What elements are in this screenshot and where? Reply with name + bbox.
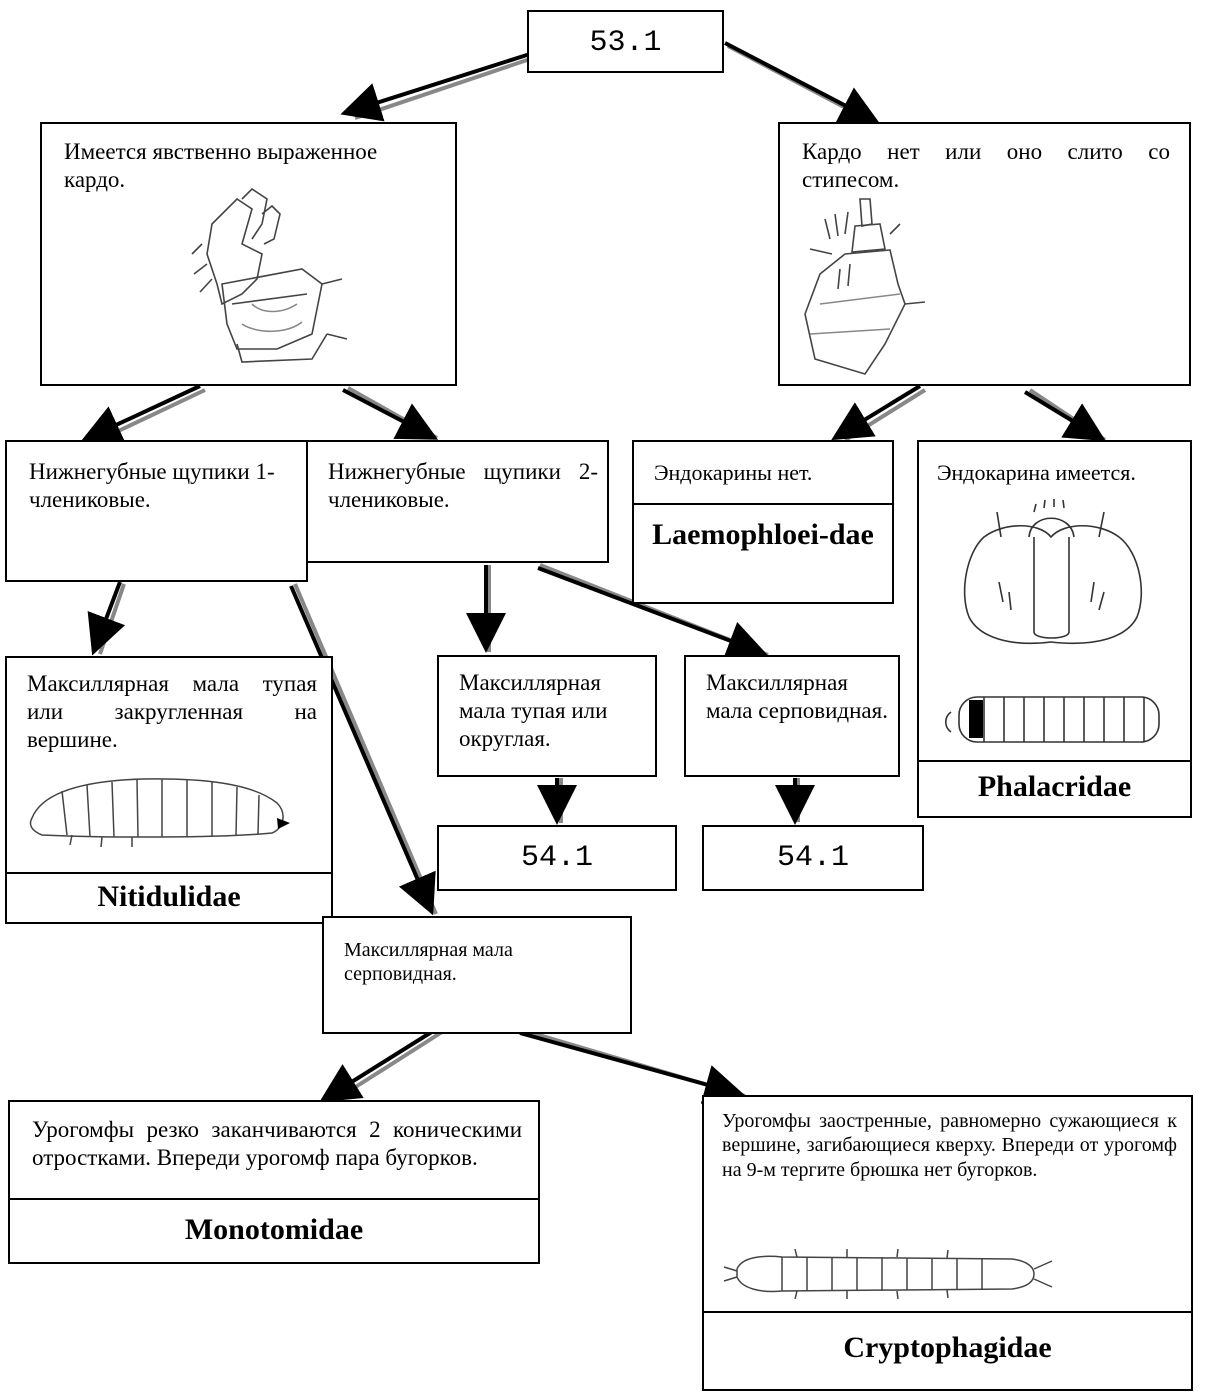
node-mala-sickle-a: Максиллярная мала серповидная.	[684, 655, 900, 777]
family-name-cryptophagidae: Cryptophagidae	[843, 1331, 1052, 1364]
node-mala-sickle-b-text: Максиллярная мала серповидная.	[344, 939, 513, 986]
node-mala-blunt-round-text: Максиллярная мала тупая или округлая.	[459, 670, 608, 752]
node-cardo-absent: Кардо нет или оно слито со стипесом.	[778, 122, 1191, 386]
node-mala-sickle-a-text: Максиллярная мала серповидная.	[706, 670, 888, 724]
node-palpi-two-segment: Нижнегубные щупики 2-члениковые.	[306, 440, 609, 563]
reference-node-b: 54.1	[702, 825, 924, 891]
reference-node-a: 54.1	[437, 825, 677, 891]
family-name-nitidulidae: Nitidulidae	[97, 880, 241, 913]
node-mala-blunt-rounded-tip: Максиллярная мала тупая или закругленная…	[5, 656, 333, 874]
node-endocarina-present: Эндокарина имеется.	[917, 440, 1192, 762]
root-label: 53.1	[589, 26, 662, 60]
node-palpi-one-segment-text: Нижнегубные щупики 1-члениковые.	[29, 459, 275, 513]
family-box-phalacridae: Phalacridae	[917, 760, 1192, 818]
node-cardo-present: Имеется явственно выраженное кардо.	[40, 122, 457, 386]
maxilla-with-cardo-illustration	[191, 187, 348, 363]
family-box-laemophloeidae: Laemophloei-dae	[632, 503, 894, 604]
root-node: 53.1	[527, 10, 724, 73]
family-name-phalacridae: Phalacridae	[977, 770, 1132, 803]
reference-label-a: 54.1	[520, 841, 593, 875]
head-and-larva-illustration	[944, 499, 1160, 743]
node-palpi-one-segment: Нижнегубные щупики 1-члениковые.	[5, 440, 308, 582]
family-name-monotomidae: Monotomidae	[184, 1213, 364, 1246]
node-palpi-two-segment-text: Нижнегубные щупики 2-члениковые.	[328, 459, 598, 513]
family-box-nitidulidae: Nitidulidae	[5, 872, 333, 924]
node-urogomphi-conical: Урогомфы резко заканчиваются 2 конически…	[8, 1100, 540, 1200]
node-urogomphi-pointed: Урогомфы заостренные, равномерно сужающи…	[702, 1095, 1193, 1313]
family-name-laemophloeidae: Laemophloei-dae	[652, 518, 874, 551]
node-mala-blunt-round: Максиллярная мала тупая или округлая.	[437, 655, 657, 777]
reference-label-b: 54.1	[776, 841, 849, 875]
family-box-cryptophagidae: Cryptophagidae	[702, 1311, 1193, 1391]
node-cardo-absent-text: Кардо нет или оно слито со стипесом.	[802, 139, 1170, 193]
node-endocarina-absent: Эндокарины нет.	[632, 440, 894, 505]
node-mala-sickle-b: Максиллярная мала серповидная.	[322, 916, 632, 1034]
node-urogomphi-conical-text: Урогомфы резко заканчиваются 2 конически…	[32, 1117, 522, 1171]
node-endocarina-present-text: Эндокарина имеется.	[937, 460, 1136, 485]
cryptophagidae-larva-illustration	[723, 1248, 1053, 1300]
family-box-monotomidae: Monotomidae	[8, 1198, 540, 1264]
node-urogomphi-pointed-text: Урогомфы заостренные, равномерно сужающи…	[722, 1110, 1177, 1181]
node-cardo-present-text: Имеется явственно выраженное кардо.	[64, 139, 378, 193]
maxilla-without-cardo-illustration	[804, 198, 926, 375]
nitidulidae-larva-illustration	[29, 778, 290, 848]
node-endocarina-absent-text: Эндокарины нет.	[654, 460, 813, 485]
node-mala-blunt-rounded-tip-text: Максиллярная мала тупая или закругленная…	[27, 671, 317, 753]
